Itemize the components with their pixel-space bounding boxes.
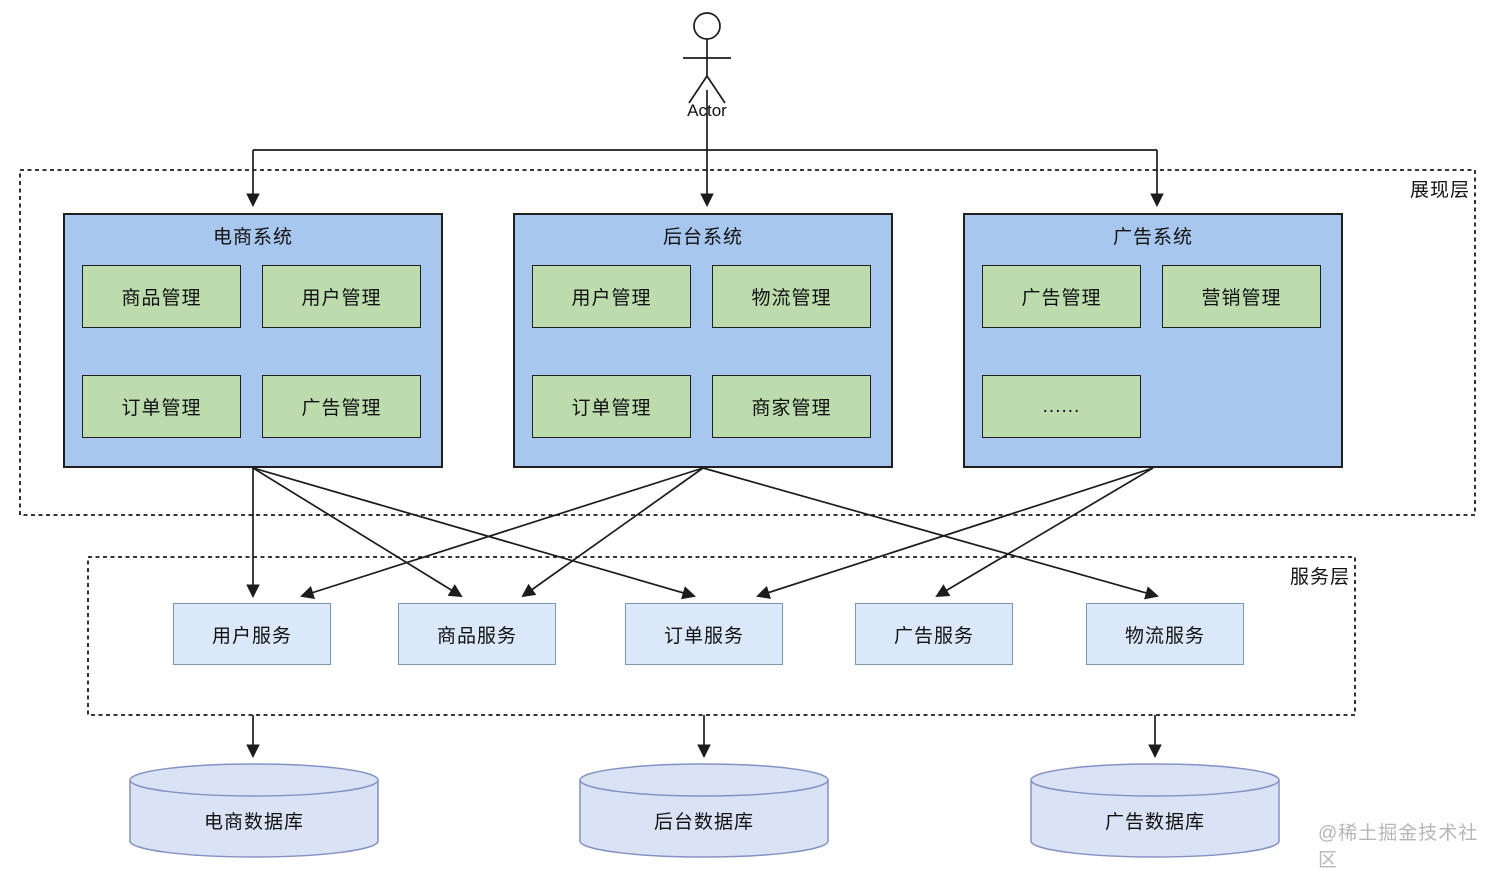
- service-layer-frame: [87, 556, 1356, 716]
- cylinder-icon: [1030, 763, 1280, 858]
- module-box: 商品管理: [82, 265, 241, 328]
- module-box: 物流管理: [712, 265, 871, 328]
- system-title-backend: 后台系统: [662, 226, 743, 248]
- module-box: 用户管理: [532, 265, 691, 328]
- module-box: 广告管理: [262, 375, 421, 438]
- module-box: 订单管理: [82, 375, 241, 438]
- database-label: 电商数据库: [203, 811, 304, 833]
- presentation-layer-frame: [19, 169, 1476, 516]
- module-box: 营销管理: [1162, 265, 1321, 328]
- cylinder-icon: [579, 763, 829, 858]
- actor-label: Actor: [687, 101, 727, 120]
- module-box: 广告管理: [982, 265, 1141, 328]
- module-box: 用户管理: [262, 265, 421, 328]
- system-title-advertising: 广告系统: [1112, 226, 1193, 248]
- service-layer-label: 服务层: [1289, 566, 1350, 588]
- watermark: @稀土掘金技术社区: [1318, 823, 1479, 871]
- system-box-advertising: [963, 213, 1343, 468]
- service-to-database-arrows: [246, 715, 1162, 759]
- database-backend: 后台数据库: [579, 763, 829, 858]
- system-to-service-arrows: [246, 467, 1159, 600]
- module-box: ......: [982, 375, 1141, 438]
- module-box: 商家管理: [712, 375, 871, 438]
- actor-to-systems-connectors: [246, 90, 1164, 208]
- database-label: 广告数据库: [1104, 811, 1205, 833]
- database-advertising: 广告数据库: [1030, 763, 1280, 858]
- service-box-order: 订单服务: [625, 603, 783, 665]
- presentation-layer-label: 展现层: [1409, 179, 1470, 201]
- service-box-product: 商品服务: [398, 603, 556, 665]
- cylinder-icon: [129, 763, 379, 858]
- service-box-user: 用户服务: [173, 603, 331, 665]
- service-box-ad: 广告服务: [855, 603, 1013, 665]
- service-box-logistics: 物流服务: [1086, 603, 1244, 665]
- system-title-ecommerce: 电商系统: [212, 226, 293, 248]
- database-ecommerce: 电商数据库: [129, 763, 379, 858]
- database-label: 后台数据库: [653, 811, 754, 833]
- actor-icon: [683, 12, 731, 104]
- module-box: 订单管理: [532, 375, 691, 438]
